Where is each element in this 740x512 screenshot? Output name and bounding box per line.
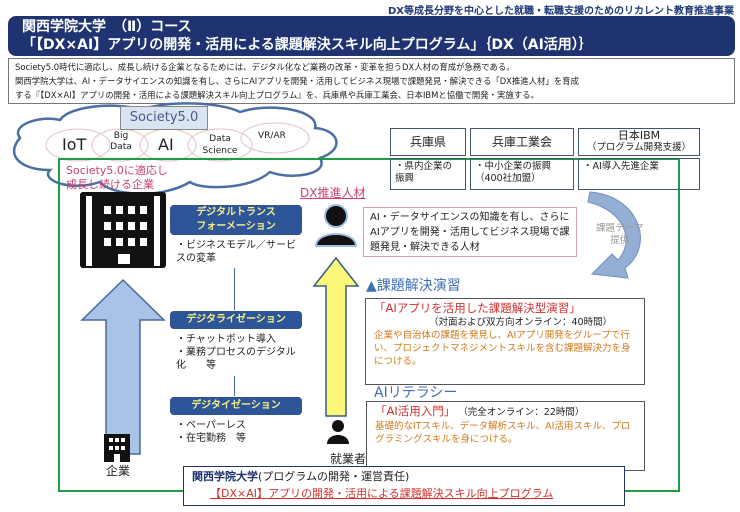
- partner-ibm-role: ・AI導入先進企業: [578, 158, 700, 190]
- building-icon: [80, 192, 166, 455]
- item-bigdata: Big Data: [110, 131, 132, 152]
- course-format: （完全オンライン：22時間）: [458, 407, 585, 418]
- desc-line: 関西学院大学は、AI・データサイエンスの知識を有し、さらにAIアプリを開発・活用…: [15, 76, 579, 86]
- heading-line: 成長し続ける企業: [66, 178, 154, 191]
- item-iot: IoT: [62, 135, 87, 154]
- stage-title: デジタルトランス: [196, 207, 276, 218]
- course-title: 「AIアプリを活用した課題解決型演習」: [374, 301, 581, 315]
- course-desc: 基礎的なITスキル、データ解析スキル、AI活用スキル、プログラミングスキルを身に…: [375, 421, 631, 445]
- course2-box: 「AI活用入門」 （完全オンライン：22時間） 基礎的なITスキル、データ解析ス…: [366, 401, 645, 471]
- stage-digitalization: デジタライゼーション: [170, 311, 302, 329]
- title-line-2: 「【DX×AI】アプリの開発・活用による課題解決スキル向上プログラム」｛DX（A…: [22, 37, 593, 53]
- growth-arrow: [80, 278, 166, 455]
- company-heading: Society5.0に適応し 成長し続ける企業: [66, 164, 168, 192]
- worker-label: 就業者: [330, 452, 367, 466]
- course-title: 「AI活用入門」: [375, 404, 456, 418]
- desc-line: する『【DX×AI】アプリの開発・活用による課題解決スキル向上プログラム』を、兵…: [15, 90, 539, 100]
- society-title: Society5.0: [120, 106, 208, 130]
- partner-ibm: 日本IBM（プログラム開発支援）: [578, 128, 700, 156]
- small-building-icon: [104, 434, 130, 462]
- upskill-arrow: [312, 256, 360, 417]
- desc-line: Society5.0時代に適応し、成長し続ける企業となるためには、デジタル化など…: [15, 62, 515, 72]
- project-note: DX等成長分野を中心とした就職・転職支援のためのリカレント教育推進事業: [387, 6, 734, 17]
- dx-talent-desc: AI・データサイエンスの知識を有し、さらにAIアプリを開発・活用してビジネス現場…: [363, 207, 577, 257]
- connector-arrow: [234, 268, 235, 310]
- course2-heading: AIリテラシー: [374, 385, 458, 401]
- dx-talent-title: DX推進人材: [300, 186, 366, 200]
- bullet-text: ペーパーレス: [186, 420, 246, 431]
- description-box: Society5.0時代に適応し、成長し続ける企業となるためには、デジタル化など…: [8, 58, 735, 104]
- theme-line: 課題テーマ: [596, 223, 644, 234]
- stage-digitization-bullets: ・ペーパーレス ・在宅勤務 等: [176, 420, 246, 444]
- course-desc: 企業や自治体の課題を発見し、AIアプリ開発をグループで行い、プロジェクトマネジメ…: [374, 330, 631, 367]
- item-vrar: VR/AR: [258, 131, 286, 141]
- footer-role: (プログラムの開発・運営責任): [258, 470, 410, 483]
- heading-line: Society5.0に適応し: [66, 164, 168, 177]
- bullet-text: 県内企業の振興: [395, 161, 453, 184]
- stage-digitization: デジタイゼーション: [170, 397, 302, 415]
- stage-dx-bullet: ・ビジネスモデル／サービスの変革: [176, 240, 296, 264]
- footer-box: 関西学院大学(プログラムの開発・運営責任) 【DX×AI】アプリの開発・活用によ…: [183, 466, 625, 506]
- bullet-text: 業務プロセスのデジタル化 等: [176, 347, 296, 371]
- title-banner: 関西学院大学 （Ⅱ）コース 「【DX×AI】アプリの開発・活用による課題解決スキ…: [8, 16, 735, 56]
- partner-sub: （プログラム開発支援）: [586, 142, 692, 153]
- stage-digitalization-bullets: ・チャットボット導入 ・業務プロセスのデジタル化 等: [176, 334, 296, 371]
- partner-kogyokai: 兵庫工業会: [470, 128, 574, 156]
- course1-box: 「AIアプリを活用した課題解決型演習」 （対面および双方向オンライン：40時間）…: [365, 298, 645, 385]
- course1-heading: ▲課題解決演習: [366, 278, 461, 294]
- bullet-text: チャットボット導入: [186, 334, 276, 345]
- theme-line: 提供: [610, 235, 630, 246]
- connector-arrow: [234, 376, 235, 396]
- partner-name: 日本IBM: [617, 129, 661, 142]
- item-data-science: Data Science: [202, 134, 238, 156]
- item-ai: AI: [158, 135, 174, 154]
- partner-kogyokai-role: ・中小企業の振興（400社加盟）: [470, 158, 574, 190]
- company-label: 企業: [106, 464, 131, 478]
- partner-hyogo-role: ・県内企業の振興: [390, 158, 466, 190]
- course-format: （対面および双方向オンライン：40時間）: [429, 317, 613, 328]
- stage-title: フォーメーション: [196, 221, 276, 232]
- heading-text: 課題解決演習: [376, 278, 461, 294]
- bullet-text: AI導入先進企業: [592, 161, 659, 172]
- person-icon: [312, 204, 360, 444]
- footer-program: 【DX×AI】アプリの開発・活用による課題解決スキル向上プログラム: [210, 487, 554, 500]
- partner-hyogo: 兵庫県: [390, 128, 466, 156]
- theme-label: 課題テーマ提供: [596, 223, 644, 247]
- footer-org: 関西学院大学: [192, 470, 258, 483]
- bullet-text: ビジネスモデル／サービスの変革: [176, 240, 296, 264]
- stage-dx: デジタルトランスフォーメーション: [170, 205, 302, 235]
- bullet-text: 在宅勤務 等: [186, 433, 246, 444]
- bullet-text: 中小企業の振興（400社加盟）: [475, 161, 552, 184]
- curved-arrow: [587, 191, 641, 279]
- title-line-1: 関西学院大学 （Ⅱ）コース: [22, 19, 192, 35]
